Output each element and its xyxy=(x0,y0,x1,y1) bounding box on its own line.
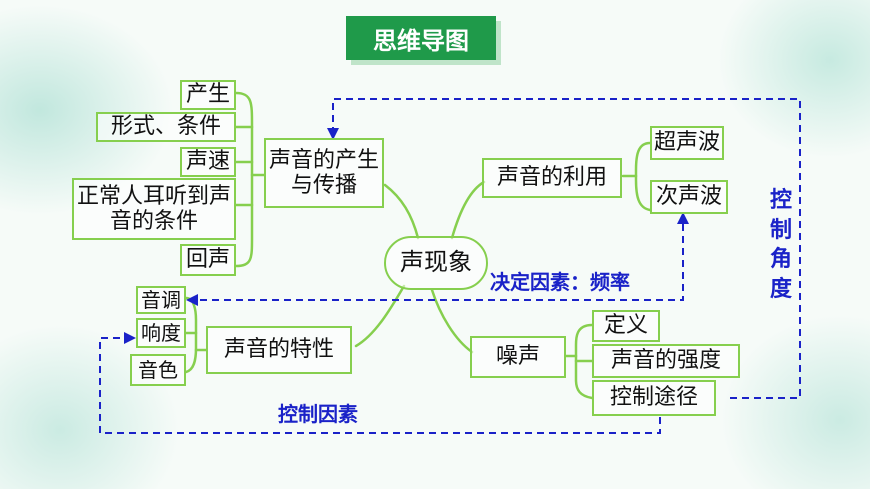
bracket-property xyxy=(184,296,198,374)
note-control-angle: 控制角度 xyxy=(769,188,792,303)
leaf-sound-speed: 声速 xyxy=(180,147,236,177)
bracket-propagation xyxy=(234,91,254,268)
connector-center-property xyxy=(354,284,406,348)
node-sound-property: 声音的特性 xyxy=(206,326,352,374)
arrowhead-control-factor xyxy=(124,332,136,344)
leaf-noise-definition: 定义 xyxy=(592,310,660,342)
page-title: 思维导图 xyxy=(346,16,496,60)
arrowhead-decide-factor-left xyxy=(186,294,198,306)
connector-center-use xyxy=(450,180,486,240)
node-sound-use: 声音的利用 xyxy=(482,158,622,198)
connector-center-propagation xyxy=(383,183,420,240)
bracket-noise xyxy=(574,323,594,400)
center-node: 声现象 xyxy=(384,236,488,290)
leaf-echo: 回声 xyxy=(180,244,236,276)
leaf-sound-intensity: 声音的强度 xyxy=(592,344,740,378)
arrowhead-decide-factor xyxy=(677,212,689,224)
note-control-factor: 控制因素 xyxy=(278,402,358,426)
dashed-control-angle xyxy=(332,98,801,399)
node-sound-propagation: 声音的产生与传播 xyxy=(264,138,384,208)
leaf-ultrasound: 超声波 xyxy=(650,126,724,160)
leaf-loudness: 响度 xyxy=(136,318,186,348)
arrowhead-control-angle xyxy=(327,128,339,140)
dashed-decide-factor xyxy=(196,224,684,301)
dashed-control-factor xyxy=(99,337,661,434)
node-noise: 噪声 xyxy=(470,336,566,378)
note-decide-factor: 决定因素：频率 xyxy=(490,270,630,294)
leaf-hearing-conditions: 正常人耳听到声音的条件 xyxy=(72,178,236,240)
leaf-timbre: 音色 xyxy=(130,354,186,386)
leaf-form-conditions: 形式、条件 xyxy=(96,112,236,142)
leaf-infrasound: 次声波 xyxy=(650,180,728,214)
leaf-control-methods: 控制途径 xyxy=(592,380,716,416)
leaf-production: 产生 xyxy=(180,80,236,110)
bracket-use xyxy=(634,141,652,212)
leaf-pitch: 音调 xyxy=(136,286,186,314)
connector-center-noise xyxy=(430,288,474,354)
